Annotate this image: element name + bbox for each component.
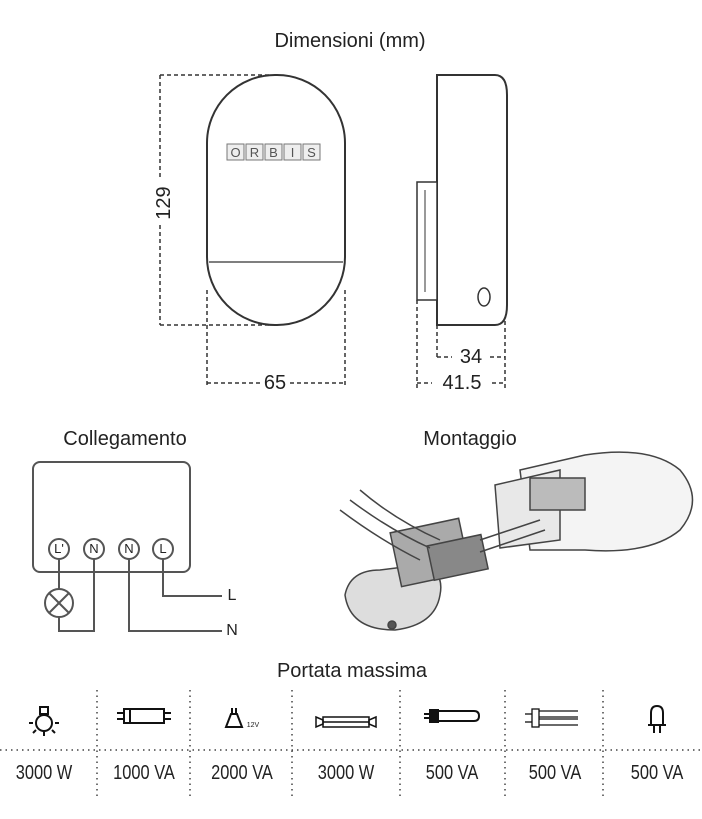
fluorescent-tube-icon: [117, 708, 171, 724]
svg-text:S: S: [307, 145, 316, 160]
load-value: 2000 VA: [211, 762, 273, 784]
terminal-label: N: [124, 541, 134, 556]
front-view: [206, 74, 346, 326]
body-depth-dimension: 34: [459, 346, 483, 368]
linear-halogen-icon: [315, 715, 377, 729]
halogen-12v-icon: [224, 708, 244, 728]
load-value: 500 VA: [425, 762, 479, 784]
total-depth-dimension: 41.5: [442, 372, 482, 394]
wiring-title: Collegamento: [63, 428, 187, 450]
dimensions-title: Dimensioni (mm): [274, 30, 426, 52]
svg-text:129: 129: [153, 186, 175, 219]
svg-text:R: R: [250, 145, 259, 160]
side-view: [416, 74, 508, 326]
led-icon: [648, 704, 666, 733]
svg-text:I: I: [291, 145, 295, 160]
load-value: 500 VA: [630, 762, 684, 784]
load-value: 1000 VA: [113, 762, 175, 784]
mounting-title: Montaggio: [423, 428, 517, 450]
wiring-diagram: [32, 461, 222, 632]
line-label-l: L: [227, 587, 237, 604]
terminal-label: N: [89, 541, 99, 556]
mounting-illustration: [339, 451, 694, 631]
width-dimension: 65: [263, 372, 287, 394]
terminal-label: L': [54, 541, 64, 556]
load-value: 3000 W: [317, 762, 375, 784]
line-label-n: N: [226, 622, 238, 639]
load-value: 500 VA: [528, 762, 582, 784]
incandescent-bulb-icon: [29, 706, 59, 736]
svg-text:O: O: [230, 145, 240, 160]
orbis-logo: [226, 143, 321, 161]
load-title: Portata massima: [276, 660, 428, 682]
compact-fluorescent-icon: [424, 709, 481, 723]
load-value: 3000 W: [15, 762, 73, 784]
pl-lamp-icon: [525, 708, 578, 728]
load-table-grid: [0, 690, 702, 800]
halogen-12v-label: 12V: [246, 722, 260, 729]
svg-text:B: B: [269, 145, 278, 160]
terminal-label: L: [159, 541, 167, 556]
